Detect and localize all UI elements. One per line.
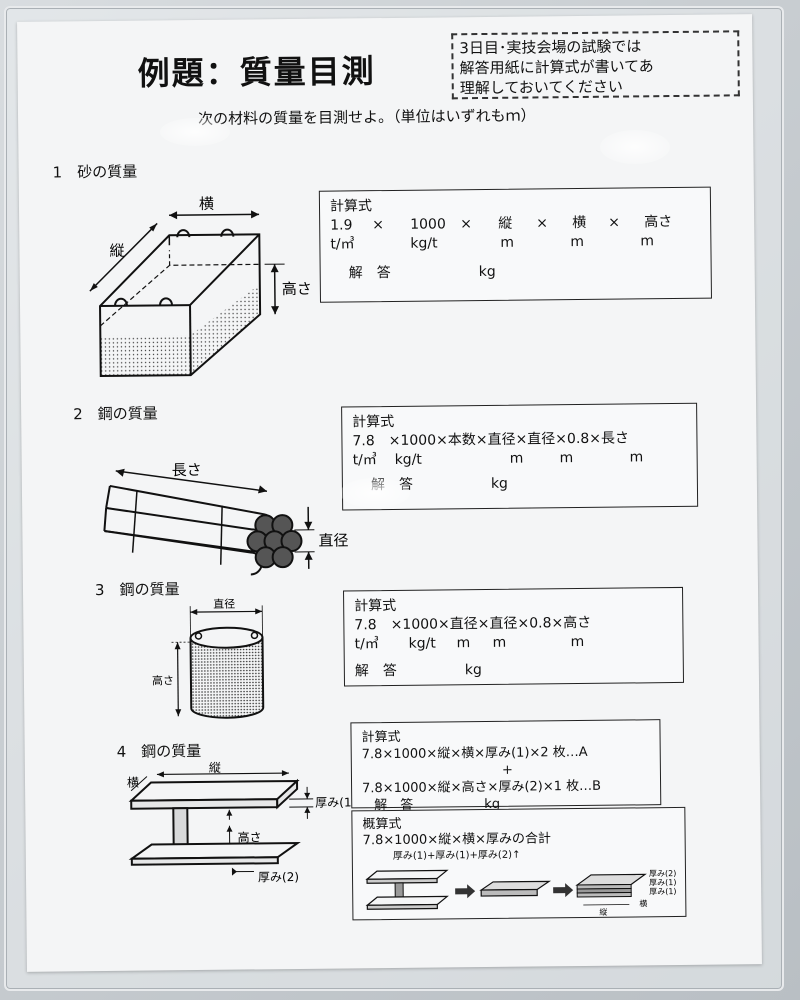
label-thickness-2: 厚み(2) bbox=[258, 870, 299, 884]
rebar-bundle-figure: 長さ 直径 bbox=[103, 461, 349, 576]
label-diameter: 直径 bbox=[213, 597, 235, 611]
answer-unit: kg bbox=[478, 263, 496, 281]
answer-label: 解 答 bbox=[354, 662, 397, 680]
formula-token: × bbox=[608, 214, 620, 231]
unit-token: m bbox=[456, 635, 471, 652]
document-sheet: 例題：質量目測 3日目･実技会場の試験では 解答用紙に計算式が書いてあ 理解して… bbox=[17, 14, 762, 972]
label-width: 横 bbox=[127, 776, 139, 790]
formula-box-4: 計算式 7.8×1000×縦×横×厚み(1)×2 枚…A + 7.8×1000×… bbox=[350, 719, 662, 813]
unit-token: t/㎥ bbox=[354, 636, 379, 653]
answer-unit: kg bbox=[464, 662, 482, 679]
approx-figure: 厚み(2) 厚み(1) 厚み(1) 縦 横 bbox=[365, 869, 677, 917]
note-line: 理解しておいてください bbox=[459, 77, 624, 98]
section-2-title: 2 鋼の質量 bbox=[73, 404, 158, 424]
answer-line: 解 答 kg bbox=[353, 473, 687, 495]
steel-drum-figure: 直径 高さ bbox=[152, 597, 265, 719]
section-1-title: 1 砂の質量 bbox=[52, 162, 138, 182]
section-4-title: 4 鋼の質量 bbox=[116, 741, 202, 761]
exam-note: 3日目･実技会場の試験では 解答用紙に計算式が書いてあ 理解しておいてください bbox=[451, 30, 740, 100]
unit-token: m bbox=[500, 234, 515, 251]
label-length: 縦 bbox=[209, 761, 221, 775]
formula-box-3: 計算式 7.8 ×1000×直径×直径×0.8×高さ t/㎥ kg/t m m … bbox=[343, 586, 685, 687]
page-title: 例題：質量目測 bbox=[137, 52, 376, 93]
section-3-title: 3 鋼の質量 bbox=[94, 580, 180, 600]
approx-label-t1a: 厚み(1) bbox=[649, 878, 676, 887]
unit-token: m bbox=[559, 450, 574, 467]
label-height: 高さ bbox=[238, 829, 262, 844]
unit-line: t/㎥ kg/t m m m bbox=[353, 448, 687, 470]
unit-token: kg/t bbox=[394, 451, 422, 468]
formula-token: 高さ bbox=[644, 214, 673, 231]
unit-token: m bbox=[492, 634, 507, 651]
unit-token: m bbox=[640, 233, 655, 250]
note-line: 3日目･実技会場の試験では bbox=[459, 37, 642, 58]
answer-label: 解 答 bbox=[370, 476, 413, 494]
label-length: 長さ bbox=[172, 461, 202, 479]
unit-token: m bbox=[509, 450, 524, 467]
label-thickness-1: 厚み(1) bbox=[315, 795, 356, 809]
formula-box-1: 計算式 1.9 × 1000 × 縦 × 横 × 高さ t/㎥ kg/t m m… bbox=[318, 186, 712, 303]
approx-box: 概算式 7.8×1000×縦×横×厚みの合計 厚み(1)+厚み(1)+厚み(2)… bbox=[351, 806, 687, 921]
unit-line: t/㎥ kg/t m m m bbox=[330, 232, 700, 255]
sand-bag-figure: 横 縦 高さ bbox=[89, 195, 312, 378]
formula-token: 1000 bbox=[410, 216, 446, 233]
unit-token: m bbox=[570, 633, 585, 651]
unit-token: t/㎥ bbox=[330, 236, 355, 253]
approx-label-t2: 厚み(2) bbox=[649, 869, 676, 878]
h-beam-figure: 横 縦 厚み(1) 高さ 厚み(2) bbox=[127, 761, 356, 885]
answer-line: 解 答 kg bbox=[331, 261, 701, 284]
formula-token: × bbox=[372, 217, 385, 234]
formula-token: 縦 bbox=[498, 215, 513, 232]
label-diameter: 直径 bbox=[318, 531, 348, 549]
formula-token: × bbox=[460, 216, 473, 233]
unit-token: m bbox=[570, 233, 585, 251]
unit-token: kg/t bbox=[410, 235, 438, 252]
unit-line: t/㎥ kg/t m m m bbox=[354, 632, 672, 654]
label-height: 高さ bbox=[282, 280, 312, 298]
formula-token: 横 bbox=[572, 214, 587, 232]
formula-box-2: 計算式 7.8 ×1000×本数×直径×直径×0.8×長さ t/㎥ kg/t m… bbox=[341, 402, 699, 511]
formula-token: × bbox=[536, 215, 549, 232]
unit-token: kg/t bbox=[408, 635, 436, 652]
formula-token: 1.9 bbox=[330, 217, 353, 234]
approx-label-length: 縦 bbox=[599, 907, 607, 917]
instruction-text: 次の材料の質量を目測せよ。（単位はいずれもｍ） bbox=[197, 106, 536, 128]
label-width: 横 bbox=[199, 195, 214, 213]
answer-line: 解 答 kg bbox=[355, 659, 673, 681]
answer-unit: kg bbox=[490, 475, 508, 492]
answer-label: 解 答 bbox=[348, 264, 391, 282]
label-length: 縦 bbox=[109, 242, 124, 260]
unit-token: m bbox=[629, 449, 644, 466]
approx-label-width: 横 bbox=[639, 898, 647, 908]
unit-token: t/㎥ bbox=[352, 452, 377, 469]
approx-label-t1b: 厚み(1) bbox=[649, 887, 676, 896]
label-height: 高さ bbox=[152, 673, 174, 687]
